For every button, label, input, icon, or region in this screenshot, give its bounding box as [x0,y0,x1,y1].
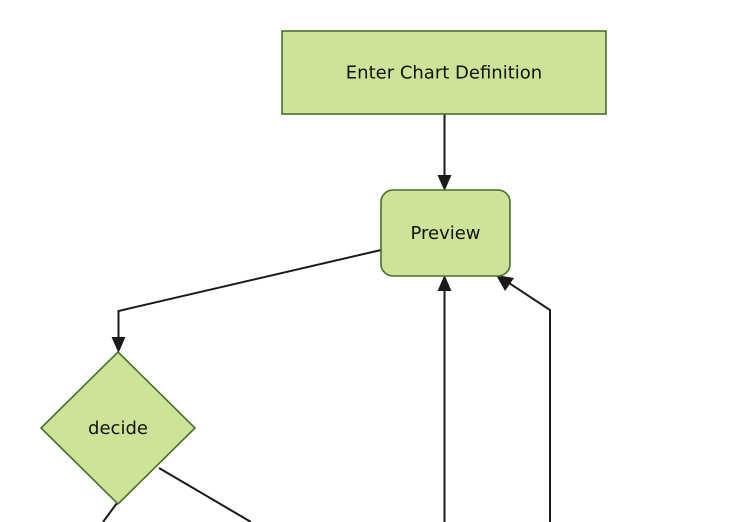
edge-decide-out-right [158,467,252,522]
node-preview-shape[interactable] [380,189,511,277]
edge-bottom-right-to-preview [496,275,551,522]
edge-bottom-to-preview-center-arrowhead [437,275,452,291]
edge-preview-to-decide-line [117,249,382,343]
node-enter-chart-definition-label: Enter Chart Definition [346,63,542,84]
edge-bottom-right-to-preview-line [505,280,551,522]
edge-enter-to-preview-arrowhead [437,175,452,191]
edge-enter-to-preview [437,114,452,191]
node-enter-chart-definition[interactable]: Enter Chart Definition [281,30,607,115]
edge-decide-out-bottom-line [102,502,118,522]
edge-decide-out-bottom [102,502,118,522]
edge-bottom-to-preview-center [437,275,452,522]
edge-decide-out-right-line [158,467,252,522]
node-preview-label: Preview [410,223,480,244]
node-enter-chart-definition-shape[interactable] [281,30,607,115]
node-decide-shape[interactable] [39,350,197,506]
edge-preview-to-decide [111,249,382,353]
node-decide-label: decide [88,418,148,439]
node-decide[interactable]: decide [39,350,197,506]
edge-bottom-right-to-preview-arrowhead [496,275,514,291]
edge-preview-to-decide-arrowhead [111,337,126,353]
node-preview[interactable]: Preview [380,189,511,277]
